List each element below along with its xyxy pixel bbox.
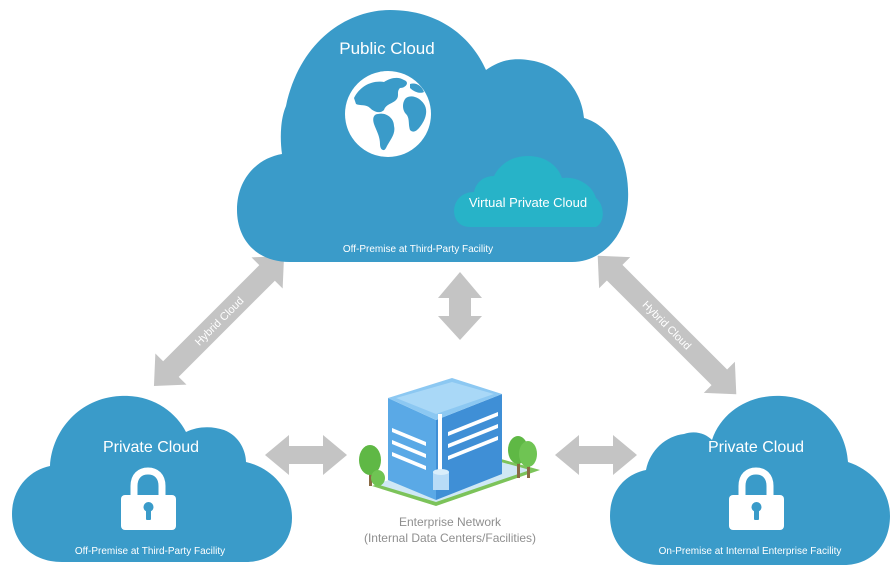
enterprise-network: Enterprise Network (Internal Data Center… [359, 378, 540, 545]
virtual-private-cloud-shape [454, 156, 603, 227]
enterprise-network-title: Enterprise Network [399, 515, 502, 529]
private-cloud-right: Private Cloud On-Premise at Internal Ent… [610, 395, 890, 565]
private-cloud-right-title: Private Cloud [708, 439, 804, 456]
double-arrow-icon [597, 255, 737, 395]
horizontal-double-arrow-right [555, 435, 637, 475]
double-arrow-icon [153, 255, 285, 387]
hybrid-cloud-arrow-left: Hybrid Cloud [153, 255, 285, 387]
globe-icon [345, 71, 431, 157]
office-building-icon [359, 378, 540, 506]
virtual-private-cloud-label: Virtual Private Cloud [469, 195, 587, 210]
public-cloud-title: Public Cloud [339, 39, 434, 58]
hybrid-cloud-arrow-right: Hybrid Cloud [597, 255, 737, 395]
virtual-private-cloud: Virtual Private Cloud [454, 156, 603, 227]
hybrid-cloud-label-right: Hybrid Cloud [640, 299, 693, 352]
enterprise-network-subtitle: (Internal Data Centers/Facilities) [364, 531, 536, 545]
private-cloud-right-subtitle: On-Premise at Internal Enterprise Facili… [659, 546, 842, 557]
private-cloud-right-shape [610, 395, 890, 565]
private-cloud-left-subtitle: Off-Premise at Third-Party Facility [75, 546, 225, 557]
private-cloud-left: Private Cloud Off-Premise at Third-Party… [12, 395, 292, 562]
lock-icon [729, 467, 784, 530]
private-cloud-left-title: Private Cloud [103, 439, 199, 456]
hybrid-cloud-label-left: Hybrid Cloud [193, 295, 246, 348]
private-cloud-left-shape [12, 395, 292, 562]
lock-icon [121, 467, 176, 530]
public-cloud: Public Cloud Virtual Private Cloud Off-P… [237, 10, 629, 262]
vertical-double-arrow [438, 272, 482, 340]
public-cloud-subtitle: Off-Premise at Third-Party Facility [343, 244, 493, 255]
horizontal-double-arrow-left [265, 435, 347, 475]
